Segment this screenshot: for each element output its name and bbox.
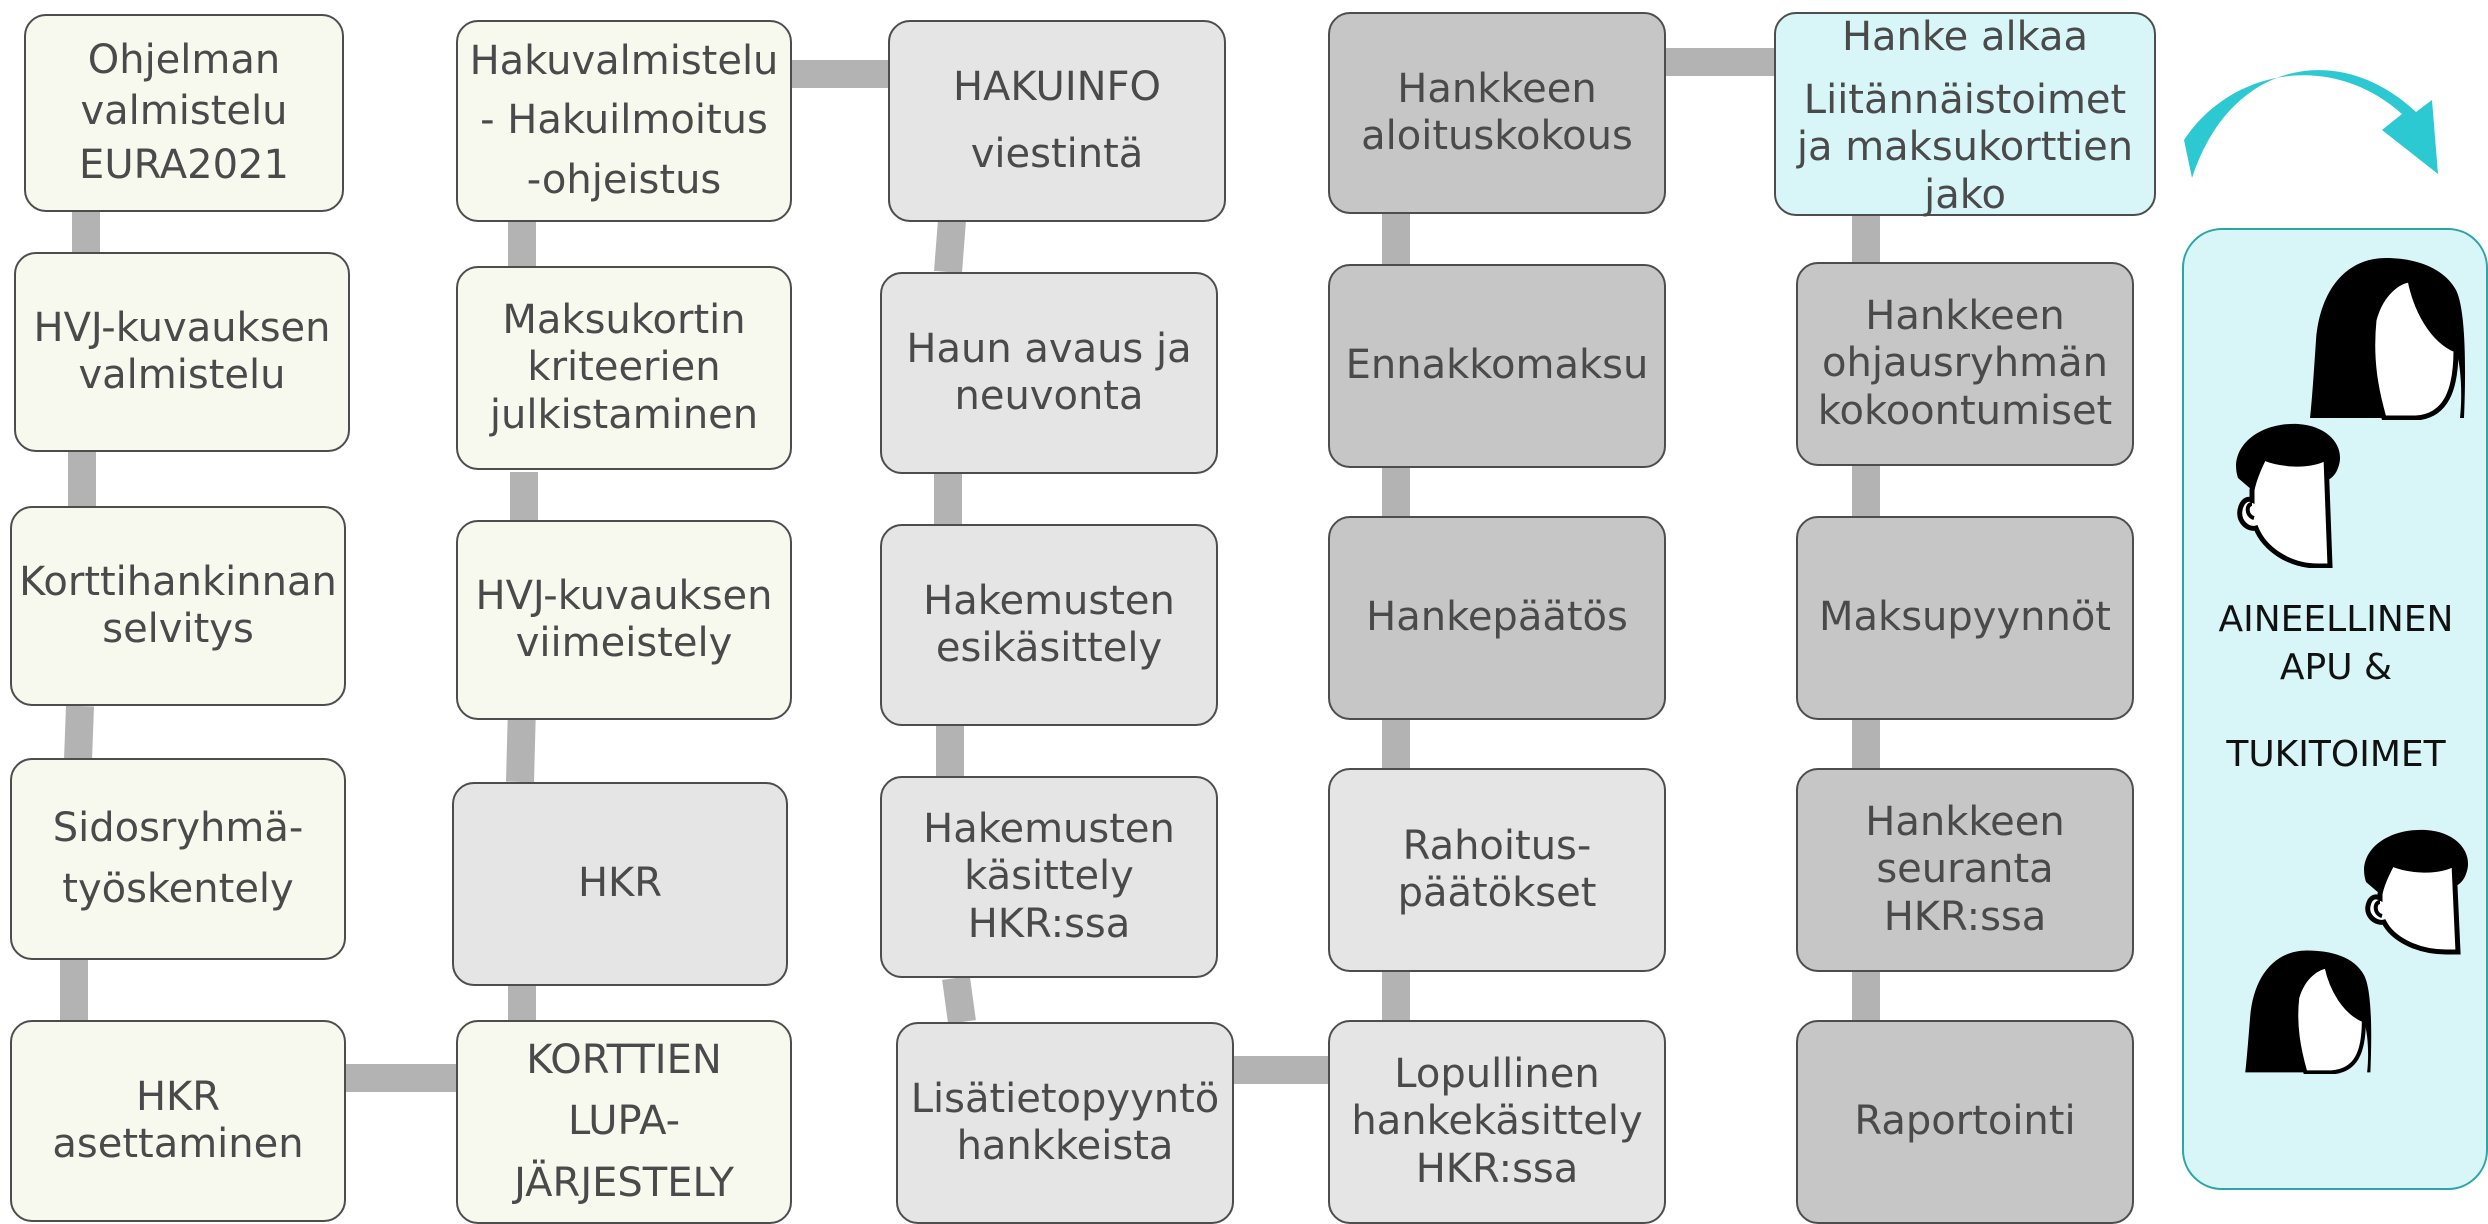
step-hkr: HKR (452, 782, 788, 986)
box-label: ohjausryhmän (1822, 340, 2108, 387)
box-label: Hankkeen (1865, 293, 2065, 340)
step-haun-avaus-ja-neuvonta: Haun avaus ja neuvonta (880, 272, 1218, 474)
box-label: valmistelu (80, 88, 288, 135)
box-label: Hankepäätös (1366, 594, 1628, 641)
box-label: viimeistely (515, 620, 733, 666)
box-label: Rahoitus- (1402, 822, 1592, 869)
box-label: päätökset (1397, 870, 1597, 916)
box-label: Ohjelman (87, 37, 281, 84)
connector (64, 705, 94, 761)
box-label: käsittely (964, 853, 1134, 900)
box-label: valmistelu (78, 352, 286, 398)
box-label: selvitys (102, 606, 254, 652)
step-hankkeen-seuranta: Hankkeen seuranta HKR:ssa (1796, 768, 2134, 972)
box-label: Lisätietopyyntö (910, 1075, 1220, 1122)
box-label: HKR:ssa (967, 900, 1131, 947)
woman-avatar-icon (2245, 950, 2372, 1074)
box-label: seuranta (1876, 846, 2054, 893)
box-label: ja maksukorttien (1796, 124, 2134, 171)
step-maksukortin-kriteerien-julkistaminen: Maksukortin kriteerien julkistaminen (456, 266, 792, 470)
step-hakemusten-kasittely-hkr: Hakemusten käsittely HKR:ssa (880, 776, 1218, 978)
box-label: Hakuvalmistelu (469, 38, 779, 85)
box-label: Ennakkomaksu (1345, 342, 1649, 389)
box-label: viestintä (970, 131, 1144, 177)
box-label: Maksukortin (502, 297, 746, 344)
step-korttien-lupajarjestely: KORTTIEN LUPA- JÄRJESTELY (456, 1020, 792, 1224)
step-korttihankinnan-selvitys: Korttihankinnan selvitys (10, 506, 346, 706)
box-label: työskentely (62, 866, 294, 912)
box-label: jako (1924, 171, 2006, 218)
support-label: AINEELLINEN (2218, 599, 2454, 640)
box-label: Hankkeen (1397, 65, 1597, 112)
box-label: asettaminen (52, 1121, 304, 1167)
man-avatar-icon (2236, 423, 2341, 568)
step-hakuvalmistelu: Hakuvalmistelu - Hakuilmoitus -ohjeistus (456, 20, 792, 222)
step-maksupyynnot: Maksupyynnöt (1796, 516, 2134, 720)
step-ennakkomaksu: Ennakkomaksu (1328, 264, 1666, 468)
box-label: julkistaminen (489, 391, 759, 438)
box-label: Hankkeen (1865, 799, 2065, 846)
box-label: Raportointi (1854, 1098, 2076, 1145)
box-label: -ohjeistus (526, 156, 722, 203)
box-label: HKR:ssa (1415, 1145, 1579, 1192)
box-label: - Hakuilmoitus (480, 97, 768, 144)
box-label: Korttihankinnan (19, 558, 337, 605)
step-rahoituspaatokset: Rahoitus- päätökset (1328, 768, 1666, 972)
support-label: TUKITOIMET (2226, 734, 2446, 776)
box-label: kokoontumiset (1817, 387, 2113, 434)
box-label: Lopullinen (1394, 1051, 1600, 1098)
step-lopullinen-hankekasittely: Lopullinen hankekäsittely HKR:ssa (1328, 1020, 1666, 1224)
step-raportointi: Raportointi (1796, 1020, 2134, 1224)
step-lisatietopyynto-hankkeista: Lisätietopyyntö hankkeista (896, 1022, 1234, 1224)
step-hankkeen-aloituskokous: Hankkeen aloituskokous (1328, 12, 1666, 214)
step-hakuinfo-viestinta: HAKUINFO viestintä (888, 20, 1226, 222)
box-label: aloituskokous (1361, 113, 1633, 159)
support-label: APU & (2279, 646, 2393, 688)
step-sidosryhmatyoskentely: Sidosryhmä- työskentely (10, 758, 346, 960)
box-label: Hanke alkaa (1841, 14, 2089, 60)
box-label: Hakemusten (923, 806, 1175, 853)
box-label: JÄRJESTELY (514, 1159, 734, 1206)
box-label: Sidosryhmä- (52, 804, 304, 851)
box-label: HKR (577, 860, 663, 907)
step-ohjelman-valmistelu: Ohjelman valmistelu EURA2021 (24, 14, 344, 212)
box-label: neuvonta (954, 373, 1144, 419)
box-label: HVJ-kuvauksen (475, 572, 773, 619)
box-label: HKR (135, 1073, 221, 1120)
box-label: kriteerien (527, 344, 721, 391)
step-hkr-asettaminen: HKR asettaminen (10, 1020, 346, 1222)
step-hakemusten-esikasittely: Hakemusten esikäsittely (880, 524, 1218, 726)
box-label: Liitännäistoimet (1803, 77, 2127, 124)
step-hvj-kuvauksen-viimeistely: HVJ-kuvauksen viimeistely (456, 520, 792, 720)
support-panel-text: AINEELLINEN APU & TUKITOIMET (2196, 596, 2476, 779)
box-label: Maksupyynnöt (1819, 594, 2111, 641)
box-label: esikäsittely (935, 625, 1163, 671)
step-ohjausryhman-kokoontumiset: Hankkeen ohjausryhmän kokoontumiset (1796, 262, 2134, 466)
box-label: HKR:ssa (1883, 893, 2047, 940)
box-label: LUPA- (567, 1098, 681, 1145)
box-label: hankkeista (956, 1123, 1174, 1169)
woman-avatar-icon (2310, 258, 2466, 420)
box-label: Hakemusten (923, 577, 1175, 624)
box-label: HVJ-kuvauksen (33, 304, 331, 351)
step-hankepaatos: Hankepäätös (1328, 516, 1666, 720)
step-hvj-kuvauksen-valmistelu: HVJ-kuvauksen valmistelu (14, 252, 350, 452)
connector (934, 218, 966, 274)
step-hanke-alkaa: Hanke alkaa Liitännäistoimet ja maksukor… (1774, 12, 2156, 218)
man-avatar-icon (2364, 829, 2469, 955)
box-label: HAKUINFO (952, 63, 1162, 110)
box-label: KORTTIEN (526, 1037, 722, 1084)
box-label: Haun avaus ja (906, 325, 1192, 372)
box-label: hankekäsittely (1351, 1098, 1643, 1145)
connector (942, 976, 976, 1024)
curved-arrow-icon (2184, 70, 2438, 178)
box-label: EURA2021 (79, 141, 289, 188)
